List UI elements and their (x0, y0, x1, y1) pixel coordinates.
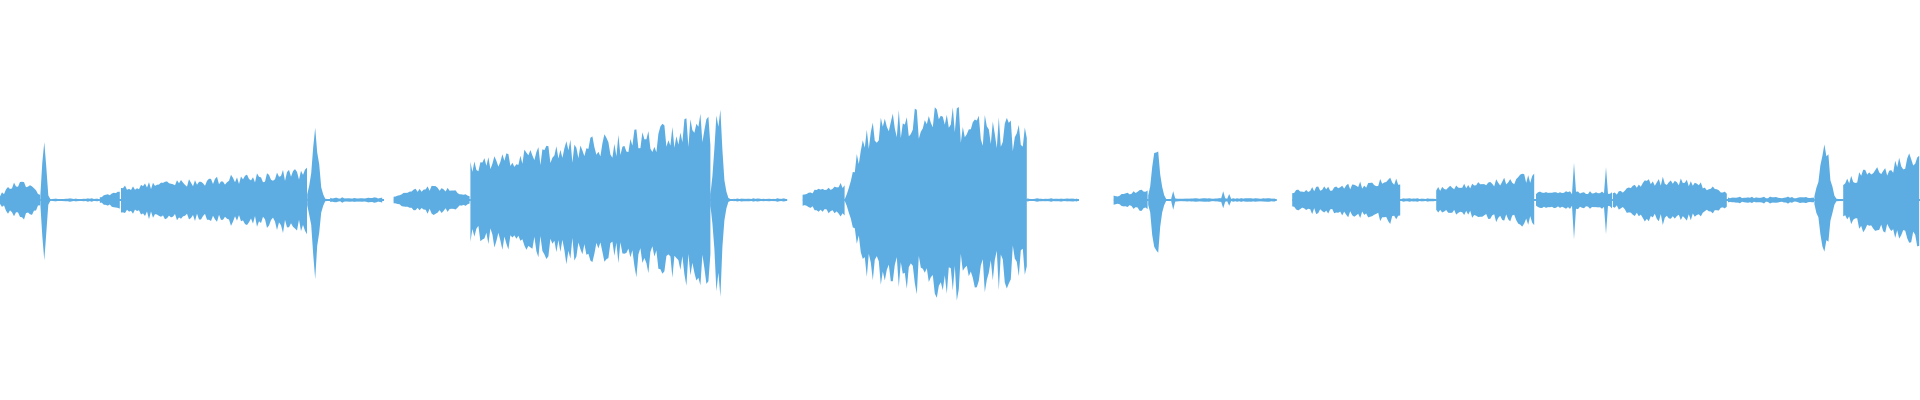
waveform-segment-5 (307, 127, 330, 280)
waveform-segment-20 (1536, 162, 1612, 240)
waveform-segment-12 (844, 107, 1027, 301)
waveform-segment-9 (710, 109, 733, 297)
waveform-segment-15 (1148, 151, 1171, 253)
waveform-segment-23 (1814, 144, 1843, 252)
waveform-segment-1 (40, 142, 51, 261)
